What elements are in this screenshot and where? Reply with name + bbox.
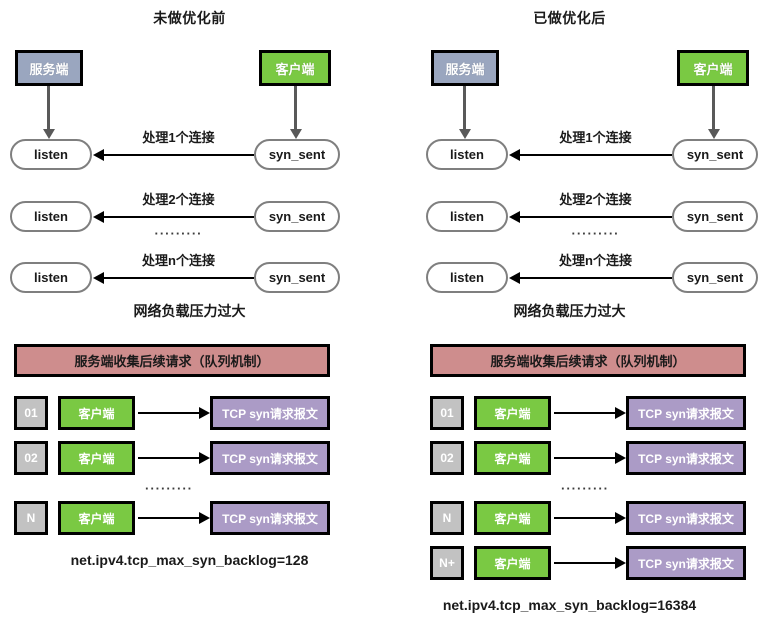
queue-header-after: 服务端收集后续请求（队列机制） bbox=[430, 344, 746, 377]
queue-client-box-1-before: 客户端 bbox=[58, 396, 135, 430]
client-node-box-after: 客户端 bbox=[677, 50, 749, 86]
flow-caption-after: 网络负载压力过大 bbox=[513, 303, 626, 319]
state-pill-syn-sent-2-after: syn_sent bbox=[672, 201, 758, 232]
state-pill-listen-1-before: listen bbox=[10, 139, 92, 170]
flow-ellipsis-before: ········· bbox=[154, 226, 203, 241]
queue-index-box-1-after: 01 bbox=[430, 396, 464, 430]
flow-arrow-1-after bbox=[519, 154, 672, 156]
queue-index-box-1-before: 01 bbox=[14, 396, 48, 430]
queue-row-arrow-2-before bbox=[138, 457, 200, 459]
flow-label-2-before: 处理2个连接 bbox=[142, 192, 215, 207]
queue-index-box-2-after: 02 bbox=[430, 441, 464, 475]
queue-client-box-1-after: 客户端 bbox=[474, 396, 551, 430]
flow-ellipsis-after: ········· bbox=[571, 226, 620, 241]
server-down-arrow-before bbox=[47, 86, 50, 130]
flow-label-3-before: 处理n个连接 bbox=[142, 253, 215, 268]
flow-arrow-2-before bbox=[103, 216, 254, 218]
state-pill-syn-sent-3-after: syn_sent bbox=[672, 262, 758, 293]
flow-label-1-before: 处理1个连接 bbox=[142, 130, 215, 145]
flow-arrow-2-after bbox=[519, 216, 672, 218]
queue-packet-box-1-before: TCP syn请求报文 bbox=[210, 396, 330, 430]
client-down-arrow-before bbox=[294, 86, 297, 130]
state-pill-syn-sent-1-after: syn_sent bbox=[672, 139, 758, 170]
queue-packet-box-2-before: TCP syn请求报文 bbox=[210, 441, 330, 475]
queue-client-box-2-after: 客户端 bbox=[474, 441, 551, 475]
state-pill-listen-2-before: listen bbox=[10, 201, 92, 232]
panel-title-before: 未做优化前 bbox=[153, 10, 226, 26]
client-down-arrow-after bbox=[712, 86, 715, 130]
sysctl-caption-after: net.ipv4.tcp_max_syn_backlog=16384 bbox=[442, 597, 697, 613]
client-node-box-before: 客户端 bbox=[259, 50, 331, 86]
server-node-box-after: 服务端 bbox=[431, 50, 499, 86]
queue-row-arrow-4-after bbox=[554, 562, 616, 564]
queue-ellipsis-after: ········· bbox=[561, 481, 609, 496]
flow-arrow-3-before bbox=[103, 277, 254, 279]
queue-row-arrow-3-after bbox=[554, 517, 616, 519]
queue-packet-box-3-before: TCP syn请求报文 bbox=[210, 501, 330, 535]
queue-row-arrow-1-after bbox=[554, 412, 616, 414]
state-pill-listen-3-after: listen bbox=[426, 262, 508, 293]
queue-row-arrow-2-after bbox=[554, 457, 616, 459]
panel-title-after: 已做优化后 bbox=[533, 10, 606, 26]
queue-row-arrow-1-before bbox=[138, 412, 200, 414]
state-pill-syn-sent-3-before: syn_sent bbox=[254, 262, 340, 293]
state-pill-syn-sent-2-before: syn_sent bbox=[254, 201, 340, 232]
state-pill-listen-2-after: listen bbox=[426, 201, 508, 232]
queue-packet-box-1-after: TCP syn请求报文 bbox=[626, 396, 746, 430]
queue-client-box-2-before: 客户端 bbox=[58, 441, 135, 475]
flow-label-2-after: 处理2个连接 bbox=[559, 192, 632, 207]
server-down-arrow-after bbox=[463, 86, 466, 130]
queue-row-arrow-3-before bbox=[138, 517, 200, 519]
server-node-box-before: 服务端 bbox=[15, 50, 83, 86]
panel-after-optimization: 已做优化后 服务端 客户端 listen syn_sent 处理1个连接 lis… bbox=[380, 0, 759, 619]
queue-index-box-3-before: N bbox=[14, 501, 48, 535]
flow-label-1-after: 处理1个连接 bbox=[559, 130, 632, 145]
panel-before-optimization: 未做优化前 服务端 客户端 listen syn_sent 处理1个连接 lis… bbox=[0, 0, 379, 619]
queue-packet-box-2-after: TCP syn请求报文 bbox=[626, 441, 746, 475]
queue-packet-box-4-after: TCP syn请求报文 bbox=[626, 546, 746, 580]
queue-client-box-4-after: 客户端 bbox=[474, 546, 551, 580]
flow-caption-before: 网络负载压力过大 bbox=[133, 303, 246, 319]
queue-client-box-3-after: 客户端 bbox=[474, 501, 551, 535]
queue-ellipsis-before: ········· bbox=[145, 481, 193, 496]
sysctl-caption-before: net.ipv4.tcp_max_syn_backlog=128 bbox=[70, 552, 309, 568]
queue-index-box-2-before: 02 bbox=[14, 441, 48, 475]
queue-header-before: 服务端收集后续请求（队列机制） bbox=[14, 344, 330, 377]
queue-index-box-4-after: N+ bbox=[430, 546, 464, 580]
queue-index-box-3-after: N bbox=[430, 501, 464, 535]
state-pill-syn-sent-1-before: syn_sent bbox=[254, 139, 340, 170]
state-pill-listen-1-after: listen bbox=[426, 139, 508, 170]
flow-arrow-3-after bbox=[519, 277, 672, 279]
state-pill-listen-3-before: listen bbox=[10, 262, 92, 293]
queue-packet-box-3-after: TCP syn请求报文 bbox=[626, 501, 746, 535]
flow-arrow-1-before bbox=[103, 154, 254, 156]
flow-label-3-after: 处理n个连接 bbox=[559, 253, 632, 268]
queue-client-box-3-before: 客户端 bbox=[58, 501, 135, 535]
